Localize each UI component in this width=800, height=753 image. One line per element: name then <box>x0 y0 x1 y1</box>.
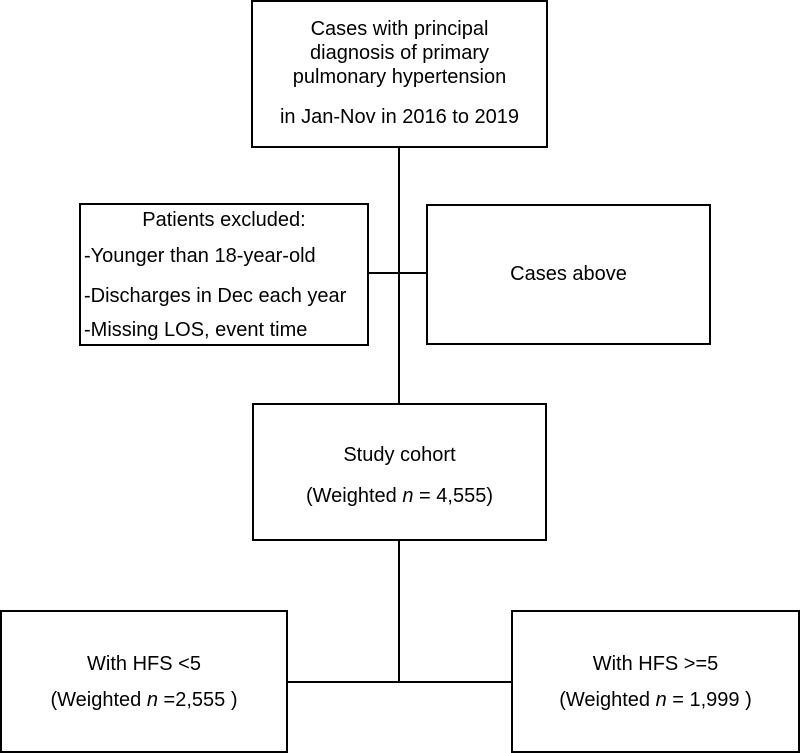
study-cohort-title: Study cohort <box>343 444 456 466</box>
exclusion-item-age: -Younger than 18-year-old <box>84 245 316 267</box>
exclusion-box: Patients excluded: -Younger than 18-year… <box>79 203 369 346</box>
hfs-high-title: With HFS >=5 <box>592 653 719 675</box>
study-cohort-box: Study cohort (Weighted n = 4,555) <box>252 403 547 541</box>
hfs-low-count: (Weighted n =2,555 ) <box>50 689 238 711</box>
cases-above-label: Cases above <box>510 263 627 285</box>
hfs-low-title: With HFS <5 <box>87 653 201 675</box>
study-cohort-count: (Weighted n = 4,555) <box>306 485 493 507</box>
initial-cases-line-3: pulmonary hypertension <box>292 66 507 88</box>
initial-cases-line-1: Cases with principal <box>310 18 489 40</box>
hfs-high-box: With HFS >=5 (Weighted n = 1,999 ) <box>511 610 800 753</box>
initial-cases-line-4: in Jan-Nov in 2016 to 2019 <box>279 106 520 128</box>
hfs-low-box: With HFS <5 (Weighted n =2,555 ) <box>0 610 288 753</box>
exclusion-item-december: -Discharges in Dec each year <box>84 285 347 307</box>
hfs-high-count: (Weighted n = 1,999 ) <box>559 689 752 711</box>
initial-cases-line-2: diagnosis of primary <box>310 42 489 64</box>
initial-cases-box: Cases with principal diagnosis of primar… <box>251 0 548 148</box>
cases-above-box: Cases above <box>426 204 711 345</box>
exclusion-title: Patients excluded: <box>142 209 306 231</box>
exclusion-item-missing: -Missing LOS, event time <box>84 319 308 341</box>
